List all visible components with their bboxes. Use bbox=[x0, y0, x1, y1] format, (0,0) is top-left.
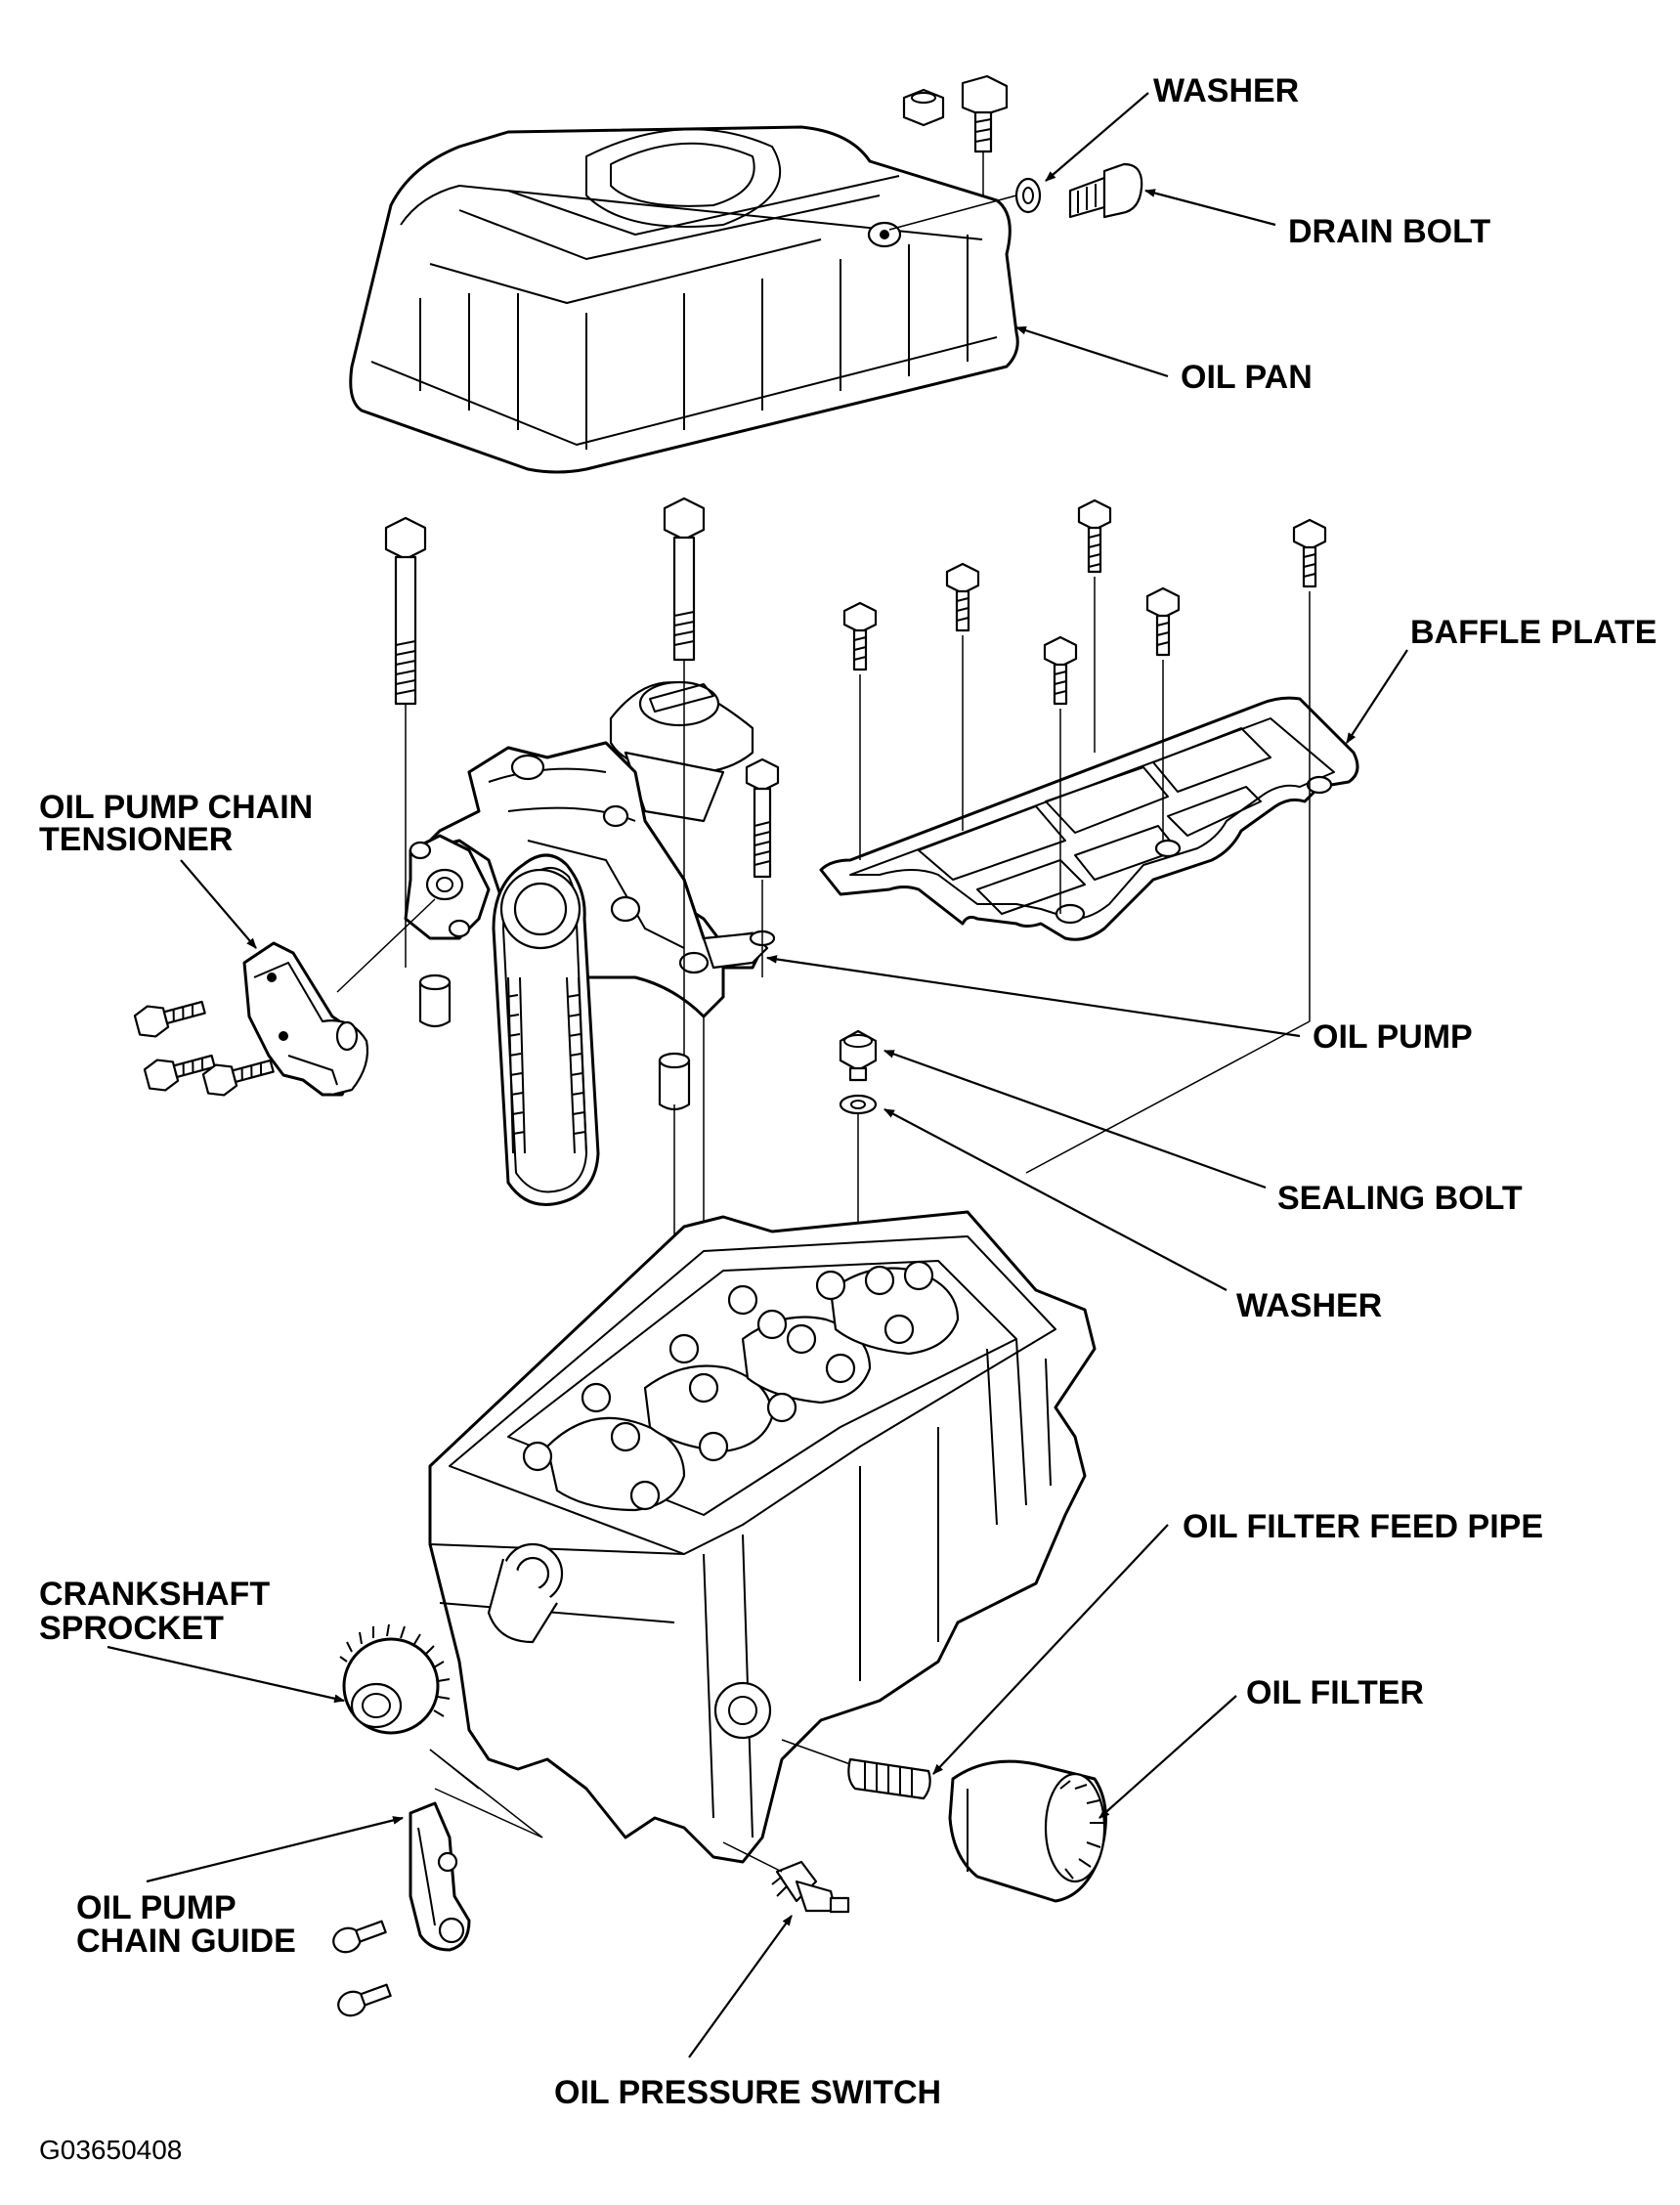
label-oil-pump-chain-guide-line2: CHAIN GUIDE bbox=[76, 1923, 296, 1960]
engine-block-drawing bbox=[428, 1210, 1097, 1864]
label-sealing-bolt: SEALING BOLT bbox=[1277, 1180, 1523, 1217]
label-crankshaft-sprocket-line1: CRANKSHAFT bbox=[39, 1576, 270, 1613]
label-baffle-plate: BAFFLE PLATE bbox=[1410, 614, 1657, 651]
oil-filter-drawing bbox=[948, 1759, 1107, 1903]
crankshaft-sprocket-drawing bbox=[339, 1623, 451, 1735]
label-oil-filter: OIL FILTER bbox=[1246, 1674, 1424, 1711]
oil-pressure-switch-drawing bbox=[722, 1841, 850, 1914]
alignment-lines-baffle bbox=[859, 577, 1311, 1174]
callout-labels: WASHER DRAIN BOLT OIL PAN BAFFLE PLATE O… bbox=[39, 72, 1657, 2165]
label-oil-pan: OIL PAN bbox=[1181, 359, 1313, 396]
label-washer-mid: WASHER bbox=[1236, 1287, 1382, 1324]
label-oil-filter-feed-pipe: OIL FILTER FEED PIPE bbox=[1183, 1508, 1543, 1545]
sealing-bolt-drawing bbox=[839, 1029, 878, 1354]
label-drain-bolt: DRAIN BOLT bbox=[1288, 213, 1490, 250]
label-oil-pump-chain-tensioner-line1: OIL PUMP CHAIN bbox=[39, 789, 313, 826]
baffle-plate-bolts bbox=[842, 498, 1327, 706]
leader-lines bbox=[107, 92, 1408, 2058]
label-crankshaft-sprocket-line2: SPROCKET bbox=[39, 1610, 224, 1647]
oil-filter-feed-pipe-drawing bbox=[781, 1739, 931, 1800]
alignment-lines-top bbox=[888, 151, 1017, 231]
label-oil-pump-chain-guide-line1: OIL PUMP bbox=[76, 1889, 237, 1926]
label-oil-pump-chain-tensioner-line2: TENSIONER bbox=[39, 821, 233, 858]
label-oil-pump: OIL PUMP bbox=[1313, 1018, 1473, 1056]
label-washer-top: WASHER bbox=[1153, 72, 1299, 109]
oil-pump-drawing bbox=[384, 497, 780, 1206]
label-oil-pressure-switch: OIL PRESSURE SWITCH bbox=[554, 2074, 941, 2111]
oil-pump-chain-guide-drawing bbox=[332, 1749, 543, 2017]
baffle-plate-drawing bbox=[819, 696, 1359, 941]
oil-pump-chain-tensioner-drawing bbox=[133, 941, 369, 1097]
figure-code: G03650408 bbox=[39, 2135, 182, 2165]
oil-pan-drawing bbox=[349, 125, 1019, 474]
